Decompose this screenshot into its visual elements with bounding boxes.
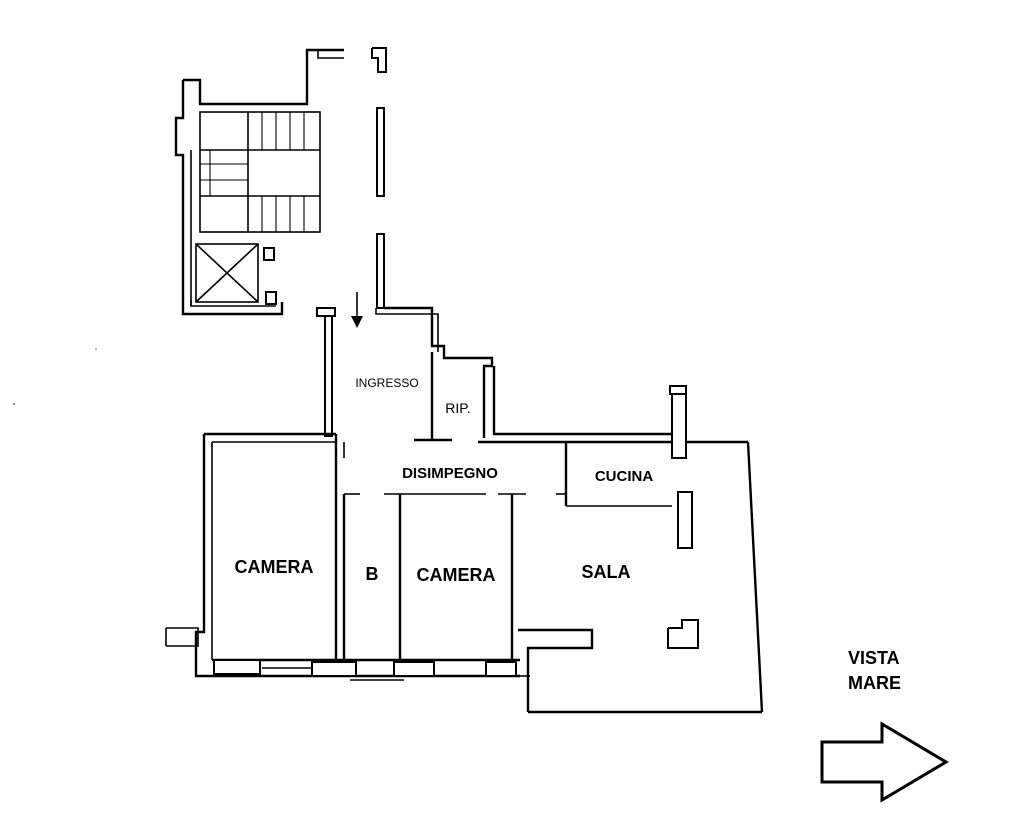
- staircase: [174, 48, 344, 316]
- arrow-right-icon: [820, 721, 949, 803]
- arrow-down-icon: [351, 292, 363, 328]
- room-label-camera-left: CAMERA: [235, 557, 314, 577]
- room-label-ripostiglio: RIP.: [445, 400, 470, 416]
- apartment-walls: [165, 306, 764, 714]
- room-label-sala: SALA: [582, 562, 631, 582]
- room-label-disimpegno: DISIMPEGNO: [402, 465, 498, 482]
- room-label-camera-right: CAMERA: [417, 565, 496, 585]
- room-label-ingresso: INGRESSO: [355, 376, 418, 390]
- room-label-cucina: CUCINA: [595, 468, 653, 485]
- crossed-box-icon: [195, 243, 259, 303]
- room-label-bagno: B: [366, 564, 379, 584]
- view-label-line-1: VISTA: [848, 648, 900, 668]
- corridor-walls: [371, 47, 387, 309]
- view-label-line-2: MARE: [848, 673, 901, 693]
